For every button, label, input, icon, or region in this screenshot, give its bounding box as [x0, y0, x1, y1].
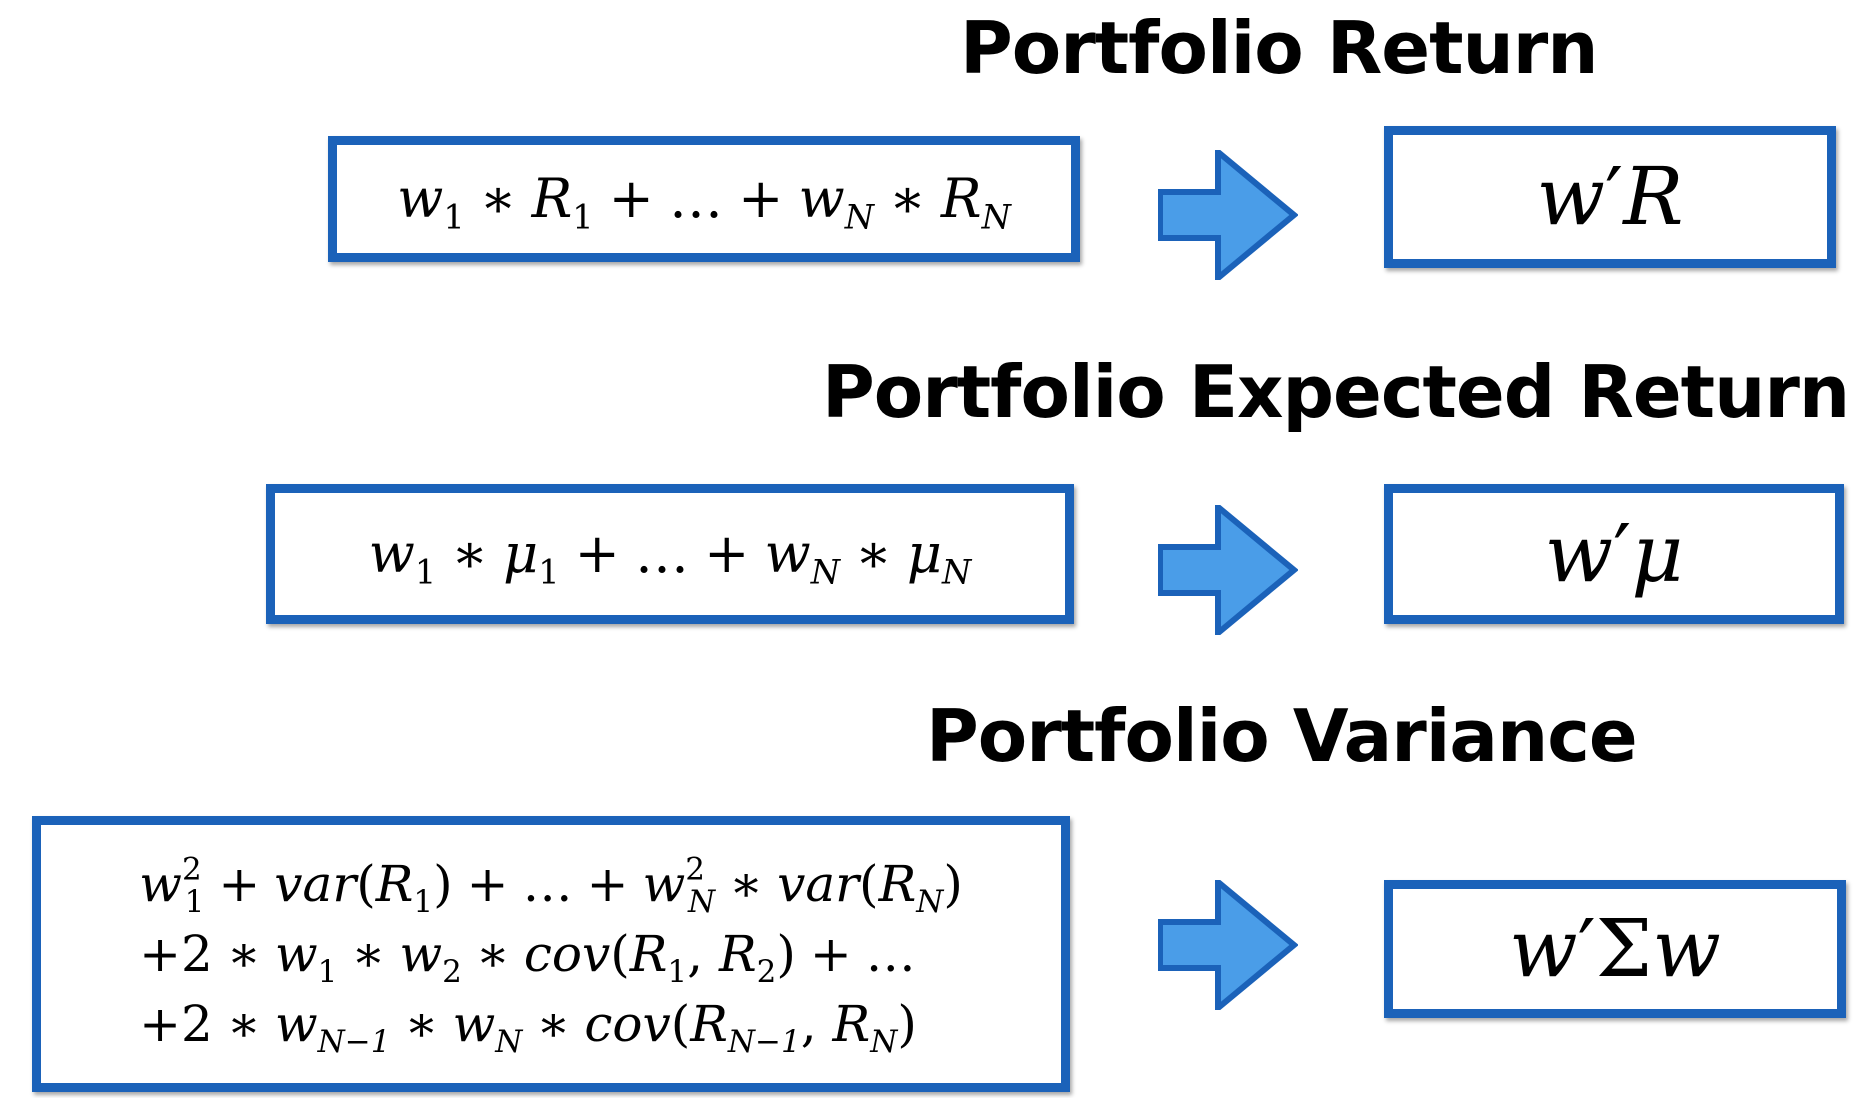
section-title-portfolio-variance: Portfolio Variance [926, 694, 1638, 778]
formula-box-variance-expanded: w21+var(R1)+…+w2N∗var(RN) +2∗w1∗w2∗cov(R… [32, 816, 1070, 1092]
formula-box-return-compact: w′R [1384, 126, 1836, 268]
formula-box-expected-return-compact: w′μ [1384, 484, 1844, 624]
formula-variance-line-2: +2∗w1∗w2∗cov(R1, R2)+… [139, 925, 916, 990]
section-title-portfolio-expected-return: Portfolio Expected Return [822, 350, 1850, 434]
formula-variance-line-1: w21+var(R1)+…+w2N∗var(RN) [139, 851, 963, 920]
formula-expected-return-compact: w′μ [1544, 507, 1684, 600]
formula-return-compact: w′R [1536, 150, 1684, 243]
right-arrow-icon [1158, 880, 1298, 1010]
right-arrow-icon [1158, 505, 1298, 635]
formula-box-return-expanded: w1∗R1+…+wN∗RN [328, 136, 1080, 262]
section-title-portfolio-return: Portfolio Return [960, 6, 1599, 90]
formula-variance-expanded: w21+var(R1)+…+w2N∗var(RN) +2∗w1∗w2∗cov(R… [139, 849, 963, 1059]
formula-variance-compact: w′Σw [1509, 902, 1721, 995]
formula-return-expanded: w1∗R1+…+wN∗RN [397, 167, 1011, 237]
right-arrow-icon [1158, 150, 1298, 280]
formula-box-variance-compact: w′Σw [1384, 880, 1846, 1018]
formula-variance-line-3: +2∗wN−1∗wN∗cov(RN−1, RN) [139, 995, 917, 1060]
formula-box-expected-return-expanded: w1∗μ1+…+wN∗μN [266, 484, 1074, 624]
formula-expected-return-expanded: w1∗μ1+…+wN∗μN [368, 522, 972, 592]
